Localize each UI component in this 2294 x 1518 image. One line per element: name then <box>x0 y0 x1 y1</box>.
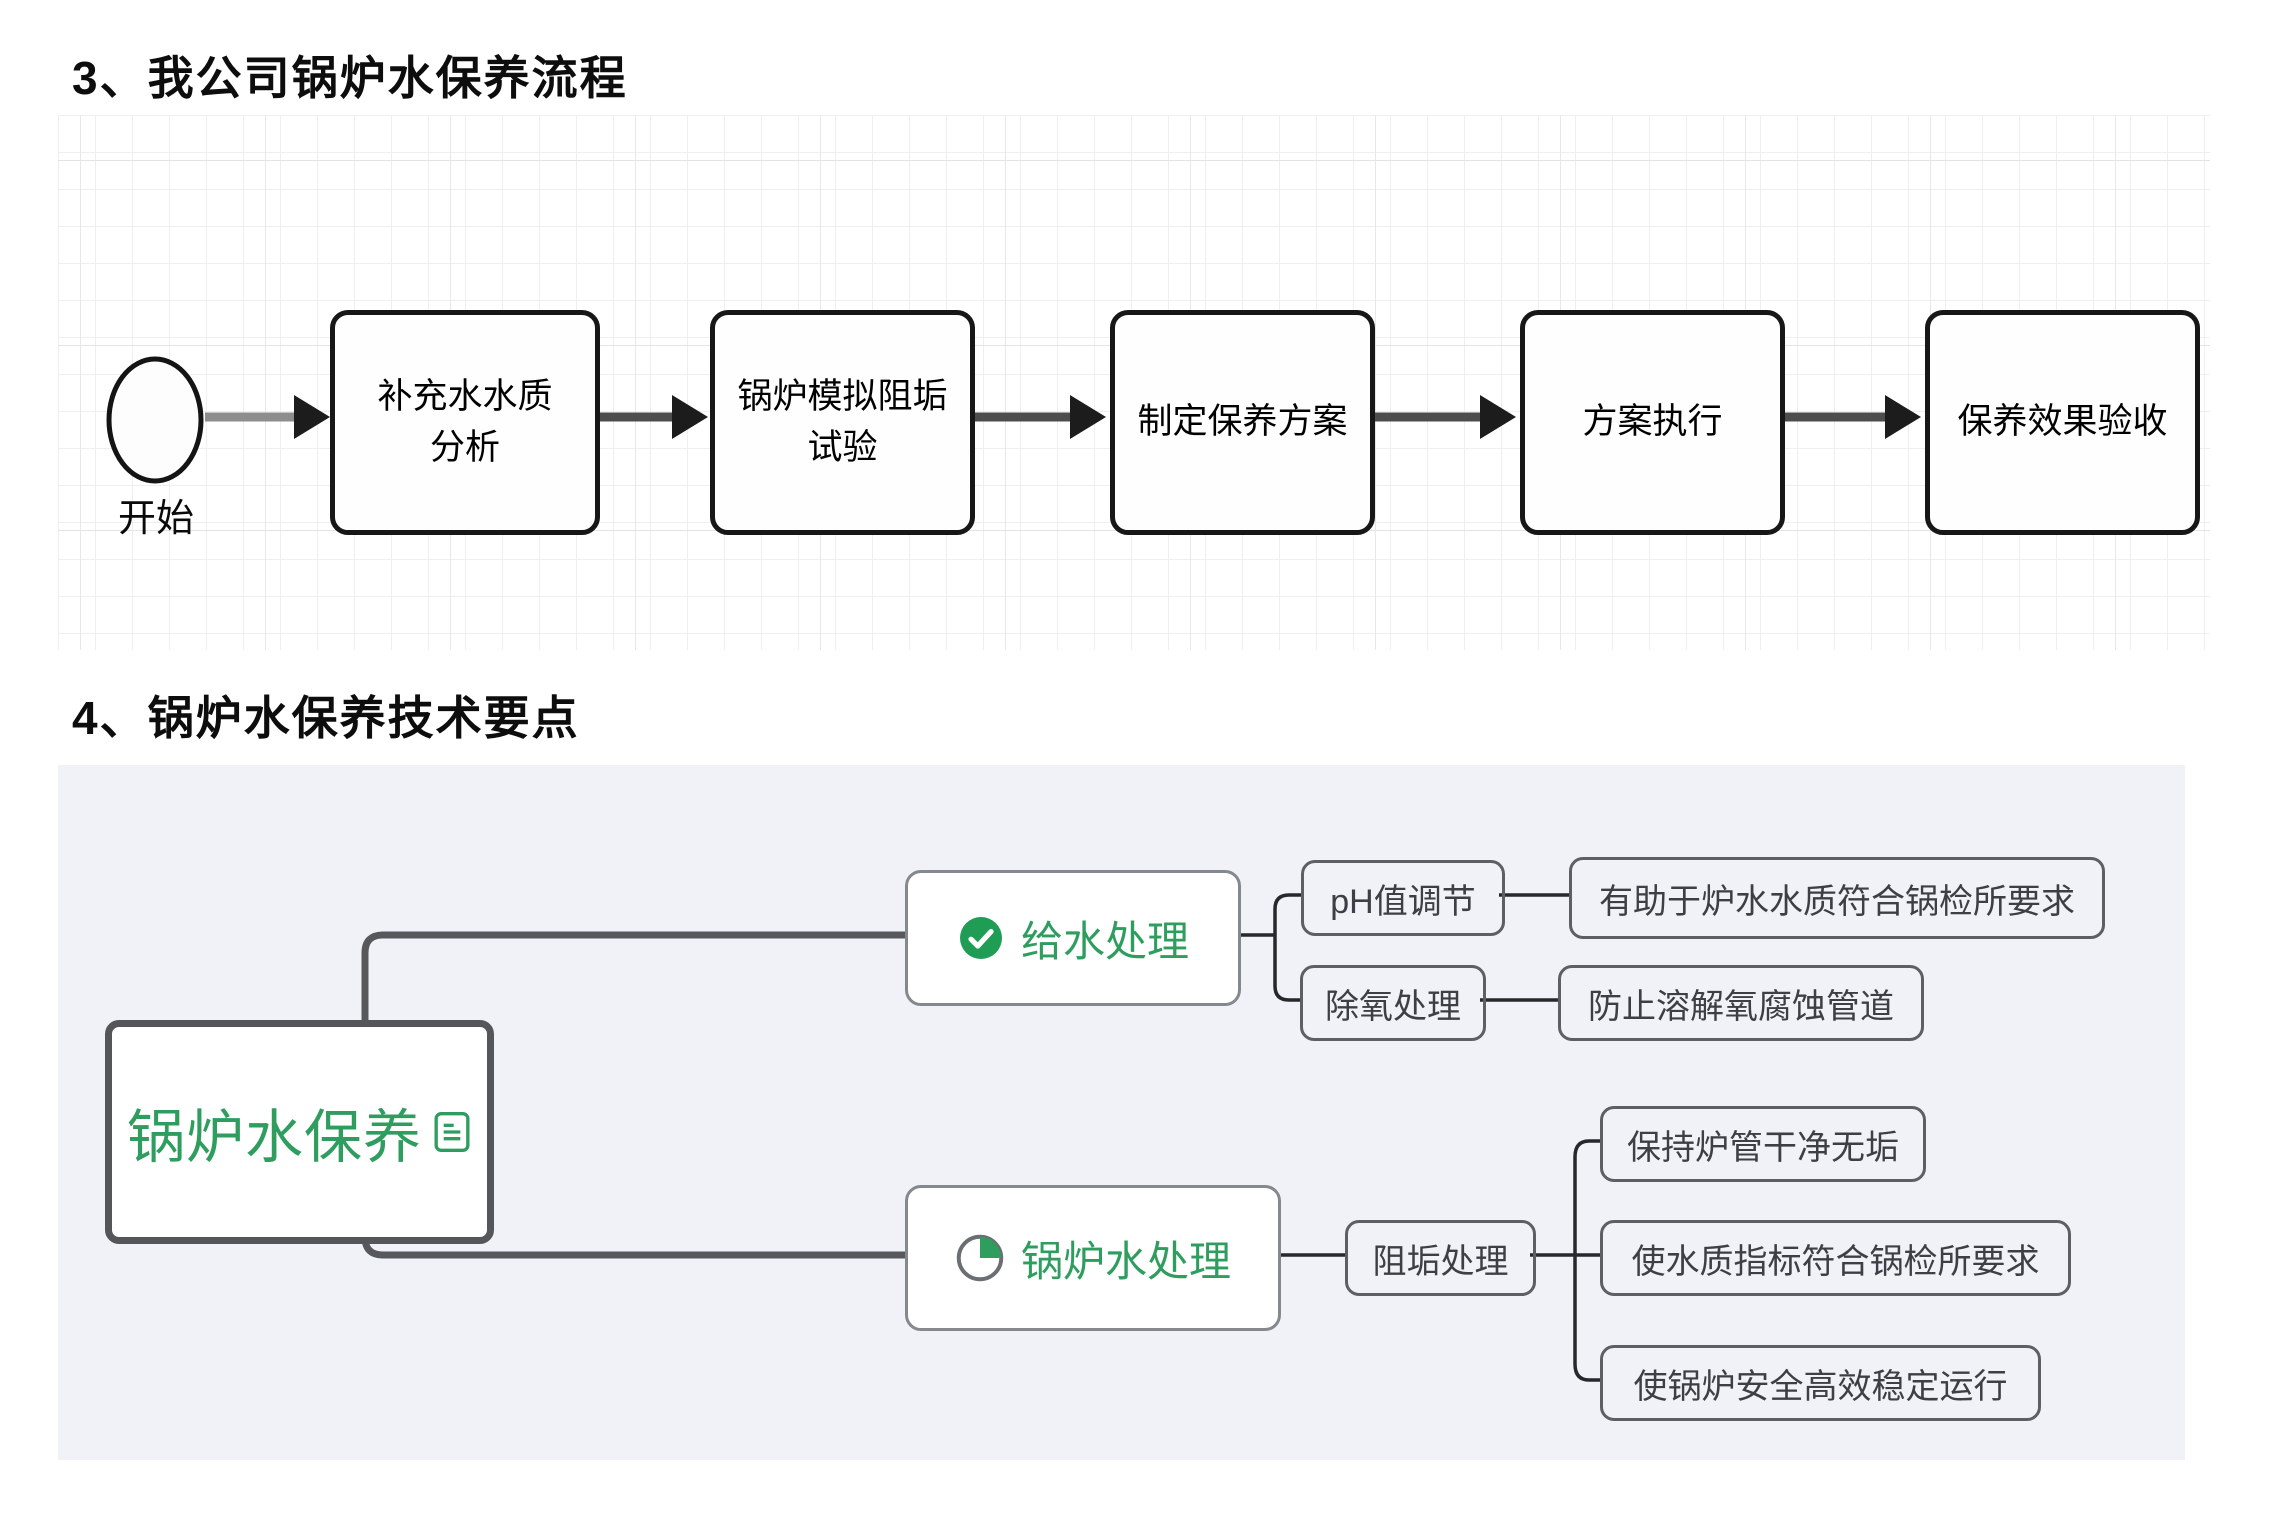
section3-title: 3、我公司锅炉水保养流程 <box>72 52 628 104</box>
mindmap-connectors-layer <box>361 893 1600 1382</box>
flow-step-box: 制定保养方案 <box>1110 310 1375 535</box>
mindmap-node-antiscale-detail: 使水质指标符合锅检所要求 <box>1600 1220 2071 1296</box>
flow-step-box: 补充水水质 分析 <box>330 310 600 535</box>
pie-progress-icon <box>955 1233 1005 1283</box>
mindmap-node-ph: pH值调节 <box>1301 860 1505 936</box>
node-label: pH值调节 <box>1330 882 1476 921</box>
node-label: 保持炉管干净无垢 <box>1627 1128 1899 1167</box>
mindmap-branch-feedwater: 给水处理 <box>905 870 1241 1006</box>
mindmap-node-antiscale-detail: 保持炉管干净无垢 <box>1600 1106 1926 1182</box>
flowchart-canvas: 开始 补充水水质 分析 锅炉模拟阻垢 试验 制定保养方案 方案执行 保养效果验收 <box>58 115 2210 650</box>
mindmap-node-deoxy-detail: 防止溶解氧腐蚀管道 <box>1558 965 1924 1041</box>
mindmap-node-deoxy: 除氧处理 <box>1300 965 1486 1041</box>
branch-label: 给水处理 <box>1020 917 1189 965</box>
node-label: 使锅炉安全高效稳定运行 <box>1633 1367 2008 1406</box>
node-label: 防止溶解氧腐蚀管道 <box>1588 987 1894 1026</box>
mindmap-branch-boilerwater: 锅炉水处理 <box>905 1185 1281 1331</box>
node-label: 除氧处理 <box>1325 987 1461 1026</box>
mindmap-root-label: 锅炉水保养 <box>126 1105 422 1170</box>
section4-title: 4、锅炉水保养技术要点 <box>72 692 580 744</box>
arrow-icon <box>1777 395 1921 439</box>
start-ellipse <box>106 356 204 484</box>
flow-step-box: 锅炉模拟阻垢 试验 <box>710 310 975 535</box>
mindmap-canvas: 锅炉水保养 给水处理 pH值调节 <box>58 765 2185 1460</box>
node-label: 阻垢处理 <box>1372 1242 1509 1281</box>
flowchart-connectors-layer <box>106 356 1921 484</box>
mindmap-root-node: 锅炉水保养 <box>105 1020 494 1244</box>
check-circle-icon <box>957 914 1005 962</box>
mindmap-node-ph-detail: 有助于炉水水质符合锅检所要求 <box>1569 857 2105 939</box>
note-icon <box>432 1110 472 1154</box>
branch-label: 锅炉水处理 <box>1020 1237 1231 1285</box>
arrow-icon <box>205 395 330 439</box>
flow-start-label: 开始 <box>117 498 194 540</box>
arrow-icon <box>967 395 1106 439</box>
sub-branch-lines <box>1235 893 1600 1382</box>
flow-step-box: 保养效果验收 <box>1925 310 2200 535</box>
mindmap-node-antiscale-detail: 使锅炉安全高效稳定运行 <box>1600 1345 2041 1421</box>
node-label: 使水质指标符合锅检所要求 <box>1631 1242 2040 1281</box>
flow-step-box: 方案执行 <box>1520 310 1785 535</box>
mindmap-node-antiscale: 阻垢处理 <box>1345 1220 1536 1296</box>
arrow-icon <box>1367 395 1516 439</box>
node-label: 有助于炉水水质符合锅检所要求 <box>1599 882 2075 921</box>
arrow-icon <box>592 395 708 439</box>
